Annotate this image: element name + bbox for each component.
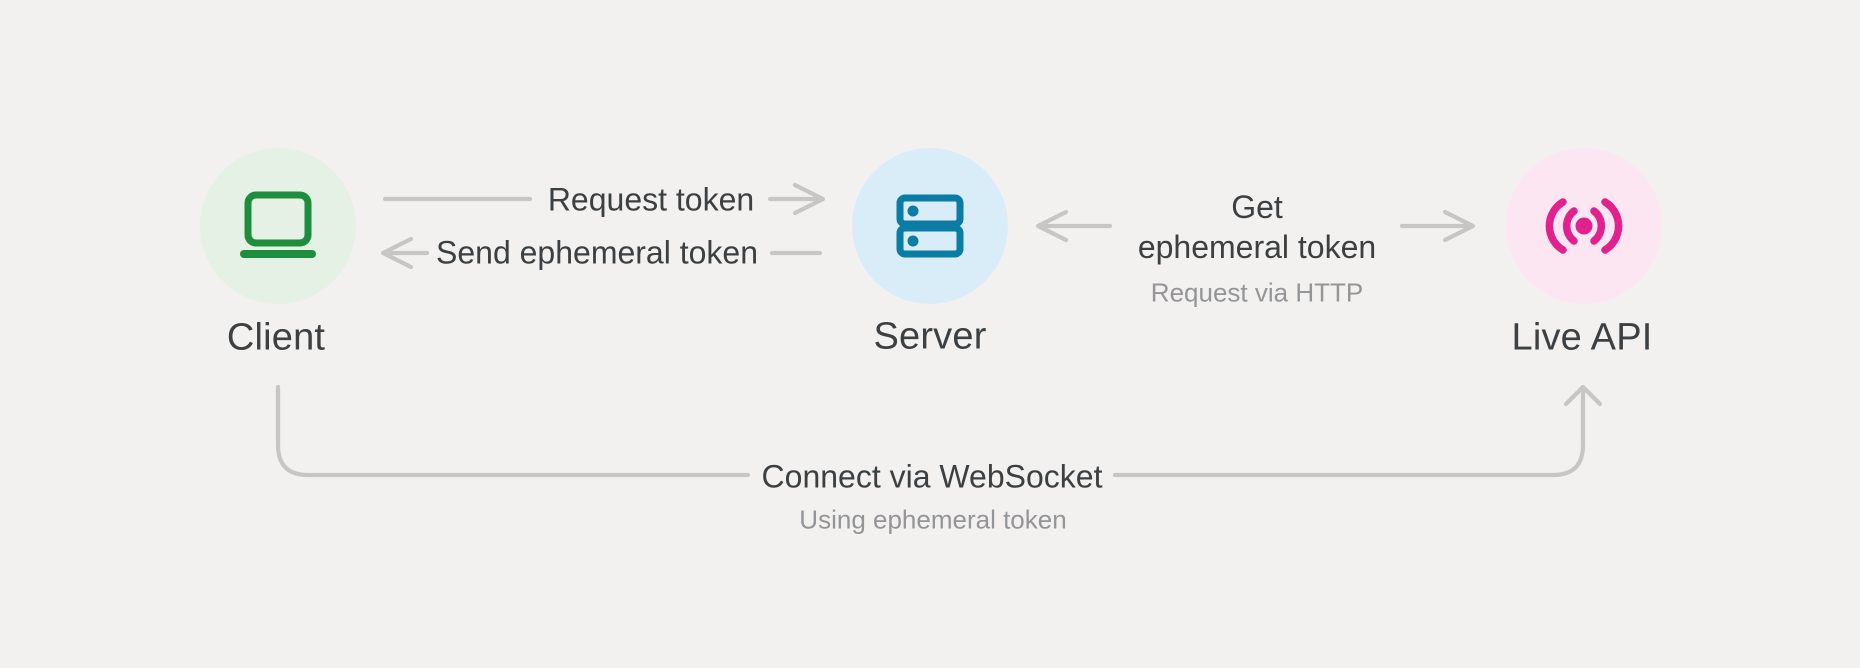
server-label: Server [873,315,987,358]
server-circle [852,148,1008,304]
edge-get-ephemeral-token-label: Get ephemeral token [1137,189,1377,265]
edge-connect-websocket-arrow [275,384,1603,478]
broadcast-icon [1545,198,1623,254]
server-icon [896,194,964,258]
edge-send-ephemeral-token-arrow [380,236,823,270]
live-api-circle [1506,148,1662,304]
laptop-icon [240,191,316,258]
edge-request-token-arrow [382,182,826,216]
live-api-label: Live API [1511,316,1653,359]
client-circle [200,148,356,304]
edge-connect-websocket-sublabel: Using ephemeral token [799,504,1067,535]
edge-get-ephemeral-token-sublabel: Request via HTTP [1150,277,1364,308]
edge-request-token-label: Request token [547,181,755,218]
edge-get-ephemeral-token-arrow [1035,209,1476,243]
edge-connect-websocket-label: Connect via WebSocket [761,458,1103,495]
client-label: Client [226,316,326,359]
edge-send-ephemeral-token-label: Send ephemeral token [436,234,758,271]
